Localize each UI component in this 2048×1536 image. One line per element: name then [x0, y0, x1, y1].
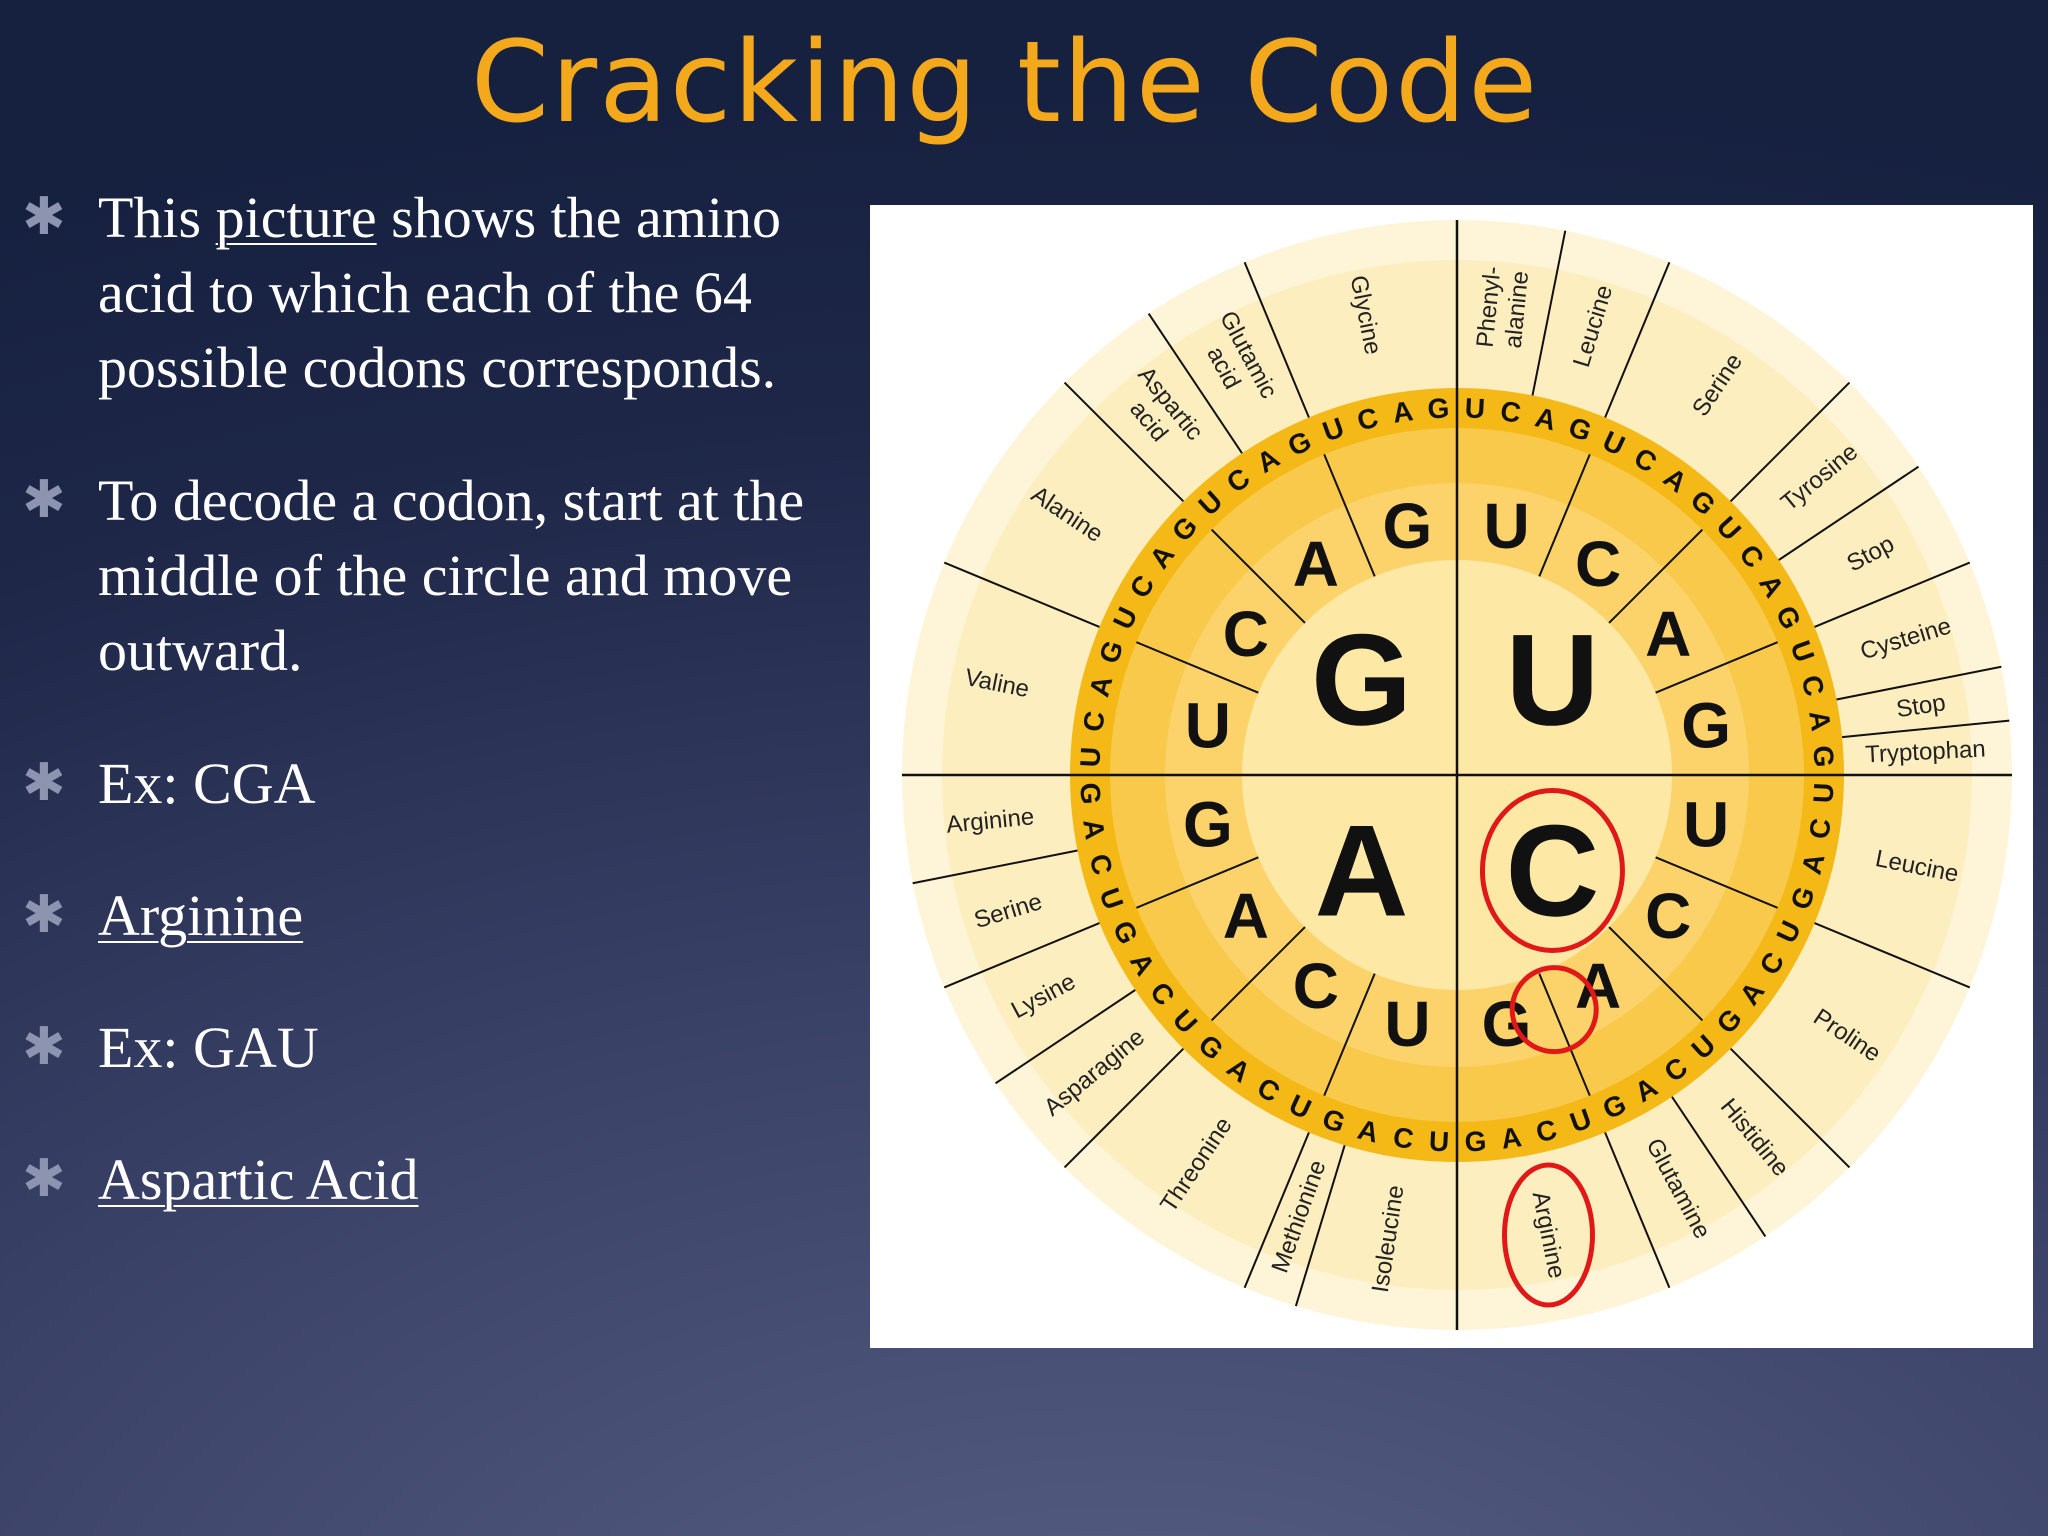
highlight-circle-amino-acid [1501, 1162, 1595, 1308]
aspartic-acid-link[interactable]: Aspartic Acid [98, 1147, 419, 1212]
amino-acid-divider [943, 561, 1100, 628]
third-base-letter: A [1803, 708, 1837, 733]
second-base-letter: G [1183, 789, 1233, 861]
third-base-letter: U [1428, 1126, 1450, 1158]
highlight-circle-second-base [1509, 965, 1599, 1055]
asterisk-bullet-icon: ✱ [22, 753, 66, 813]
amino-acid-divider [1814, 561, 1971, 628]
second-base-divider [1136, 641, 1259, 694]
third-base-letter: C [1391, 1121, 1416, 1155]
second-base-divider [1210, 926, 1306, 1022]
asterisk-bullet-icon: ✱ [22, 1017, 66, 1077]
second-base-letter: U [1384, 988, 1430, 1060]
asterisk-bullet-icon: ✱ [22, 1149, 66, 1209]
amino-acid-divider [1063, 381, 1185, 503]
amino-acid-divider [1814, 922, 1971, 989]
second-base-letter: U [1683, 789, 1729, 861]
amino-acid-divider [1729, 381, 1851, 503]
amino-acid-divider [994, 989, 1136, 1085]
second-base-letter: C [1575, 528, 1621, 600]
third-base-letter: G [1807, 745, 1839, 768]
second-base-divider [1655, 856, 1778, 909]
bullet-text: Ex: CGA [98, 751, 316, 816]
amino-acid-divider [912, 849, 1078, 885]
bullet-text: This picture shows the amino acid to whi… [98, 185, 782, 400]
amino-acid-label: Phenyl-alanine [1472, 265, 1535, 349]
third-base-letter: G [1427, 392, 1450, 424]
third-base-letter: U [1808, 782, 1840, 804]
third-base-letter: U [1464, 392, 1486, 424]
highlight-circle-first-base [1479, 787, 1625, 953]
third-base-letter: U [1074, 746, 1106, 768]
third-base-letter: A [1499, 1121, 1524, 1155]
amino-acid-divider [1531, 230, 1567, 396]
second-base-letter: G [1383, 490, 1433, 562]
amino-acid-divider [1243, 261, 1310, 418]
amino-acid-label-line: Tryptophan [1865, 736, 1987, 769]
second-base-letter: A [1223, 880, 1269, 952]
asterisk-bullet-icon: ✱ [22, 187, 66, 247]
second-base-letter: A [1645, 598, 1691, 670]
second-base-letter: C [1645, 880, 1691, 952]
second-base-letter: U [1185, 689, 1231, 761]
slide-title: Cracking the Code [470, 18, 1540, 148]
second-base-divider [1655, 641, 1778, 694]
first-base-letter: G [1311, 607, 1412, 753]
picture-link[interactable]: picture [215, 185, 377, 250]
amino-acid-divider [1147, 312, 1243, 454]
second-base-divider [1136, 856, 1259, 909]
second-base-divider [1210, 528, 1306, 624]
amino-acid-divider [1778, 465, 1920, 561]
amino-acid-divider [1604, 261, 1671, 418]
third-base-letter: C [1803, 816, 1837, 841]
bullet-text: Ex: GAU [98, 1015, 319, 1080]
first-base-letter: U [1506, 607, 1600, 753]
second-base-divider [1538, 973, 1591, 1096]
second-base-divider [1323, 454, 1376, 577]
amino-acid-divider [1836, 665, 2002, 701]
second-base-letter: C [1293, 950, 1339, 1022]
second-base-letter: G [1482, 988, 1532, 1060]
asterisk-bullet-icon: ✱ [22, 470, 66, 530]
amino-acid-divider [1063, 1047, 1185, 1169]
arginine-link[interactable]: Arginine [98, 883, 304, 948]
first-base-letter: C [1506, 797, 1600, 943]
bullet-text: To decode a codon, start at the middle o… [98, 468, 805, 683]
amino-acid-divider [1671, 1096, 1767, 1238]
second-base-letter: A [1293, 528, 1339, 600]
second-base-letter: C [1223, 598, 1269, 670]
amino-acid-divider [1729, 1047, 1851, 1169]
third-base-letter: A [1077, 817, 1111, 842]
third-base-letter: C [1498, 395, 1523, 429]
second-base-divider [1323, 973, 1376, 1096]
second-base-divider [1608, 926, 1704, 1022]
second-base-divider [1608, 528, 1704, 624]
third-base-letter: C [1077, 709, 1111, 734]
second-base-divider [1538, 454, 1591, 577]
amino-acid-divider [1842, 719, 2010, 739]
third-base-letter: G [1464, 1125, 1487, 1157]
amino-acid-divider [1243, 1132, 1310, 1289]
third-base-letter: G [1074, 782, 1106, 805]
second-base-letter: G [1681, 689, 1731, 761]
second-base-letter: U [1483, 490, 1529, 562]
amino-acid-divider [1604, 1132, 1671, 1289]
amino-acid-divider [943, 922, 1100, 989]
first-base-letter: A [1315, 797, 1409, 943]
asterisk-bullet-icon: ✱ [22, 885, 66, 945]
amino-acid-divider [1294, 1145, 1346, 1307]
third-base-letter: A [1390, 395, 1415, 429]
amino-acid-label: Tryptophan [1865, 736, 1987, 769]
